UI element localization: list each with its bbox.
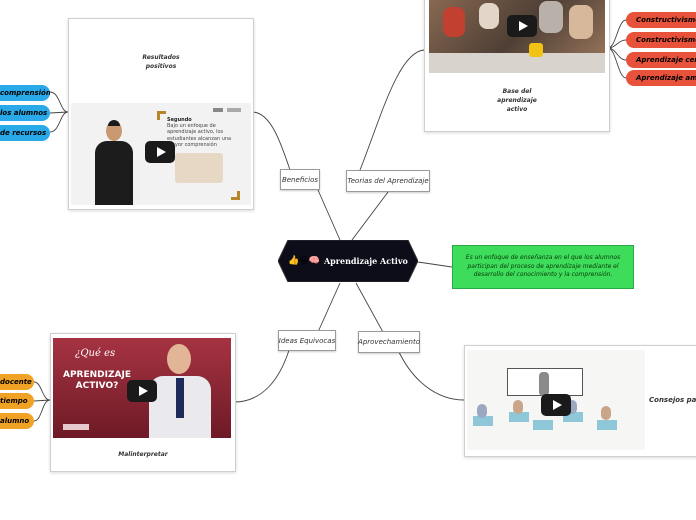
central-title: Aprendizaje Activo <box>323 256 408 266</box>
aprovechamiento-card[interactable]: Consejos para <box>464 345 696 457</box>
topic-aprovechamiento[interactable]: Aprovechamiento <box>358 331 420 353</box>
teorias-pill-4[interactable]: Aprendizaje ampl <box>626 70 696 86</box>
ideas-video[interactable]: ¿Qué es APRENDIZAJE ACTIVO? <box>53 338 231 438</box>
presenter-figure <box>95 120 133 205</box>
desk <box>563 412 583 422</box>
ideas-pill-2[interactable]: tiempo <box>0 393 34 409</box>
kids-thumbnail <box>175 153 223 183</box>
central-emoji: 👍😀🧠 <box>288 256 320 266</box>
teorias-caption: Base del aprendizaje activo <box>497 88 537 113</box>
definition-box[interactable]: Es un enfoque de enseñanza en el que los… <box>452 245 634 289</box>
ideas-card[interactable]: ¿Qué es APRENDIZAJE ACTIVO? Malinterpret… <box>50 333 236 472</box>
topic-beneficios[interactable]: Beneficios <box>280 169 320 190</box>
beneficios-card[interactable]: Resultados positivos Segundo Bajo un enf… <box>68 18 254 210</box>
teorias-card[interactable]: Base del aprendizaje activo <box>424 0 610 132</box>
students-figure <box>569 5 593 39</box>
desk <box>509 412 529 422</box>
play-button[interactable] <box>145 141 175 163</box>
video-question: ¿Qué es <box>75 348 116 359</box>
student-figure <box>601 406 611 420</box>
teacher-figure <box>539 372 549 396</box>
play-button[interactable] <box>127 380 157 402</box>
desk <box>597 420 617 430</box>
topic-ideas-equivocas[interactable]: Ideas Equivocas <box>278 330 336 351</box>
topic-teorias[interactable]: Teorias del Aprendizaje <box>346 170 430 192</box>
video-title: Segundo <box>167 117 192 123</box>
ideas-pill-3[interactable]: alumno <box>0 413 34 429</box>
teorias-pill-3[interactable]: Aprendizaje centr <box>626 52 696 68</box>
aprovechamiento-caption: Consejos para <box>649 396 696 404</box>
desk <box>533 420 553 430</box>
teorias-video[interactable] <box>429 0 605 73</box>
student-figure <box>513 400 523 414</box>
students-figure <box>539 1 563 33</box>
beneficios-pill-1[interactable]: comprensión <box>0 85 50 101</box>
students-figure <box>479 3 499 29</box>
video-body: Bajo un enfoque de aprendizaje activo, l… <box>167 123 232 148</box>
play-button[interactable] <box>541 394 571 416</box>
play-button[interactable] <box>507 15 537 37</box>
desk <box>473 416 493 426</box>
teorias-pill-2[interactable]: Constructivismo So <box>626 32 696 48</box>
student-figure <box>477 404 487 418</box>
definition-text: Es un enfoque de enseñanza en el que los… <box>465 253 621 279</box>
presenter-figure <box>149 344 211 438</box>
beneficios-pill-2[interactable]: los alumnos <box>0 105 50 121</box>
beneficios-caption: Resultados positivos <box>142 54 180 70</box>
ideas-pill-1[interactable]: docente <box>0 374 34 390</box>
ideas-caption: Malinterpretar <box>118 451 168 458</box>
students-figure <box>443 7 465 37</box>
aprovechamiento-video[interactable] <box>467 350 645 450</box>
teorias-pill-1[interactable]: Constructivismo <box>626 12 696 28</box>
beneficios-video[interactable]: Segundo Bajo un enfoque de aprendizaje a… <box>71 103 251 205</box>
central-node[interactable]: 👍😀🧠 Aprendizaje Activo <box>278 240 418 282</box>
student-figure <box>567 400 577 414</box>
central-node-shape <box>278 240 418 282</box>
video-heading: APRENDIZAJE ACTIVO? <box>63 370 131 391</box>
beneficios-pill-3[interactable]: de recursos <box>0 125 50 141</box>
